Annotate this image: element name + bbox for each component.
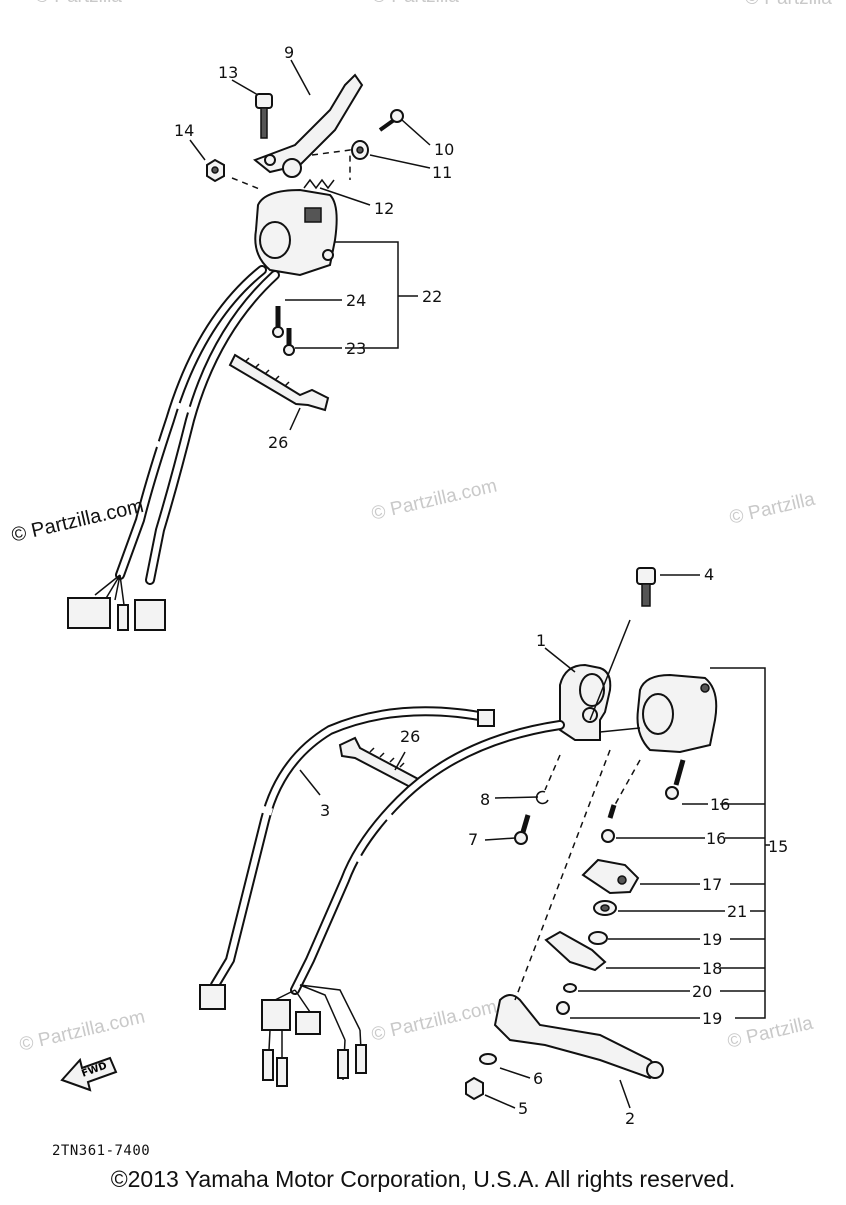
callout-18: 18 <box>702 959 722 978</box>
callout-12: 12 <box>374 199 394 218</box>
part-collar-11 <box>351 140 369 160</box>
part-switch-housing-23 <box>254 188 338 277</box>
callout-25: 24 <box>346 291 366 310</box>
part-washer-22 <box>593 900 617 916</box>
callout-6: 6 <box>533 1069 543 1088</box>
part-cable-tie-26-top <box>228 353 330 412</box>
callout-26-top: 26 <box>268 433 288 452</box>
leader-lines-bottom <box>299 574 770 1109</box>
part-master-cylinder-1 <box>559 663 612 741</box>
part-screw-16a <box>665 759 686 800</box>
callout-24: 23 <box>346 339 366 358</box>
callout-15: 15 <box>768 837 788 856</box>
callout-14: 14 <box>174 121 194 140</box>
part-clip-8 <box>535 790 549 805</box>
part-switch-housing-15 <box>636 673 718 754</box>
callout-5: 5 <box>518 1099 528 1118</box>
callout-19: 19 <box>702 930 722 949</box>
callout-8: 8 <box>480 790 490 809</box>
part-screw-7 <box>514 814 531 845</box>
callout-20: 19 <box>702 1009 722 1028</box>
callout-13: 13 <box>218 63 238 82</box>
part-washer-21 <box>563 983 577 993</box>
diagram-code: 2TN361-7400 <box>52 1143 151 1159</box>
part-lever-9 <box>253 73 364 178</box>
part-cable-3 <box>199 706 495 1010</box>
callout-21: 20 <box>692 982 712 1001</box>
callout-9: 9 <box>284 43 294 62</box>
callouts: 9 13 14 10 11 12 22 24 23 26 4 1 26 3 8 … <box>174 43 788 1128</box>
part-spring-12 <box>303 178 335 190</box>
leader-lines-top <box>189 59 431 431</box>
harness-cables-top <box>67 265 280 631</box>
part-screw-24 <box>283 328 295 356</box>
watermark: © Partzilla <box>372 0 459 8</box>
callout-17: 17 <box>702 875 722 894</box>
callout-26-bottom: 26 <box>400 727 420 746</box>
callout-22: 21 <box>727 902 747 921</box>
callout-16a: 16 <box>710 795 730 814</box>
callout-23: 22 <box>422 287 442 306</box>
part-screw-16b <box>601 804 617 843</box>
callout-11: 11 <box>432 163 452 182</box>
part-screw-20 <box>556 1001 570 1015</box>
watermark: © Partzilla <box>745 0 832 10</box>
callout-10: 10 <box>434 140 454 159</box>
part-nut-5 <box>465 1076 484 1101</box>
harness-cables-bottom <box>261 720 565 1087</box>
callout-4: 4 <box>704 565 714 584</box>
callout-2: 2 <box>625 1109 635 1128</box>
callout-1: 1 <box>536 631 546 650</box>
part-brake-lever-2 <box>493 994 664 1080</box>
watermark: © Partzilla <box>35 0 122 8</box>
part-switch-18 <box>544 930 607 972</box>
part-screw-25 <box>272 306 284 338</box>
callout-7: 7 <box>468 830 478 849</box>
part-bolt-13 <box>255 93 273 139</box>
callout-16b: 16 <box>706 829 726 848</box>
copyright-notice: ©2013 Yamaha Motor Corporation, U.S.A. A… <box>110 1166 736 1192</box>
callout-3: 3 <box>320 801 330 820</box>
part-washer-19 <box>588 931 608 945</box>
part-bolt-4 <box>636 567 656 607</box>
part-switch-lever-17 <box>581 858 640 895</box>
part-washer-6 <box>479 1053 497 1065</box>
part-screw-10 <box>378 109 404 132</box>
fwd-arrow-icon: FWD <box>60 1056 118 1092</box>
part-nut-14 <box>206 158 225 183</box>
